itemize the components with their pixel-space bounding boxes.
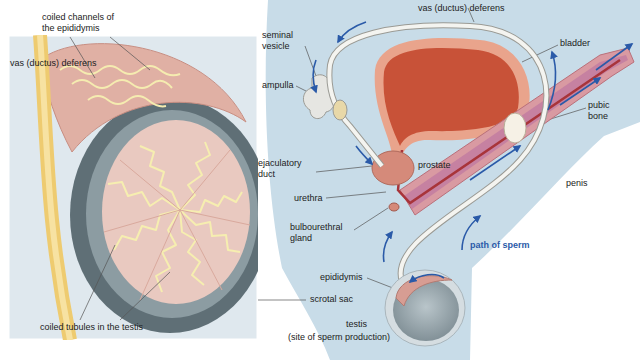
part-label: scrotal sac bbox=[310, 294, 353, 305]
part-label: bulbourethral gland bbox=[290, 222, 352, 244]
part-label: epididymis bbox=[320, 272, 363, 283]
leader-lines bbox=[70, 8, 586, 320]
sperm-path-arrows bbox=[313, 22, 632, 282]
part-label: prostate bbox=[418, 160, 451, 171]
part-label: vas (ductus) deferens bbox=[10, 58, 97, 69]
part-label: bladder bbox=[560, 38, 590, 49]
part-label: coiled channels of the epididymis bbox=[42, 12, 124, 34]
vas-deferens bbox=[329, 25, 546, 282]
penis bbox=[398, 48, 634, 215]
testis bbox=[385, 270, 465, 346]
part-label: penis bbox=[566, 178, 588, 189]
part-label: vas (ductus) deferens bbox=[418, 3, 505, 14]
path-label: path of sperm bbox=[470, 240, 530, 251]
part-label: pubic bone bbox=[588, 100, 620, 122]
part-label: testis bbox=[346, 319, 367, 330]
part-label: seminal vesicle bbox=[262, 30, 306, 52]
bulbourethral-gland bbox=[389, 203, 399, 211]
part-label: ampulla bbox=[262, 80, 294, 91]
bladder bbox=[375, 38, 530, 156]
pubic-bone bbox=[504, 113, 526, 143]
part-label: (site of sperm production) bbox=[288, 332, 390, 343]
body-silhouette bbox=[266, 0, 640, 360]
part-label: coiled tubules in the testis bbox=[40, 322, 143, 333]
testis-cross-section bbox=[8, 35, 270, 340]
prostate bbox=[372, 151, 414, 185]
part-label: urethra bbox=[294, 193, 323, 204]
part-label: ejaculatory duct bbox=[258, 158, 314, 180]
